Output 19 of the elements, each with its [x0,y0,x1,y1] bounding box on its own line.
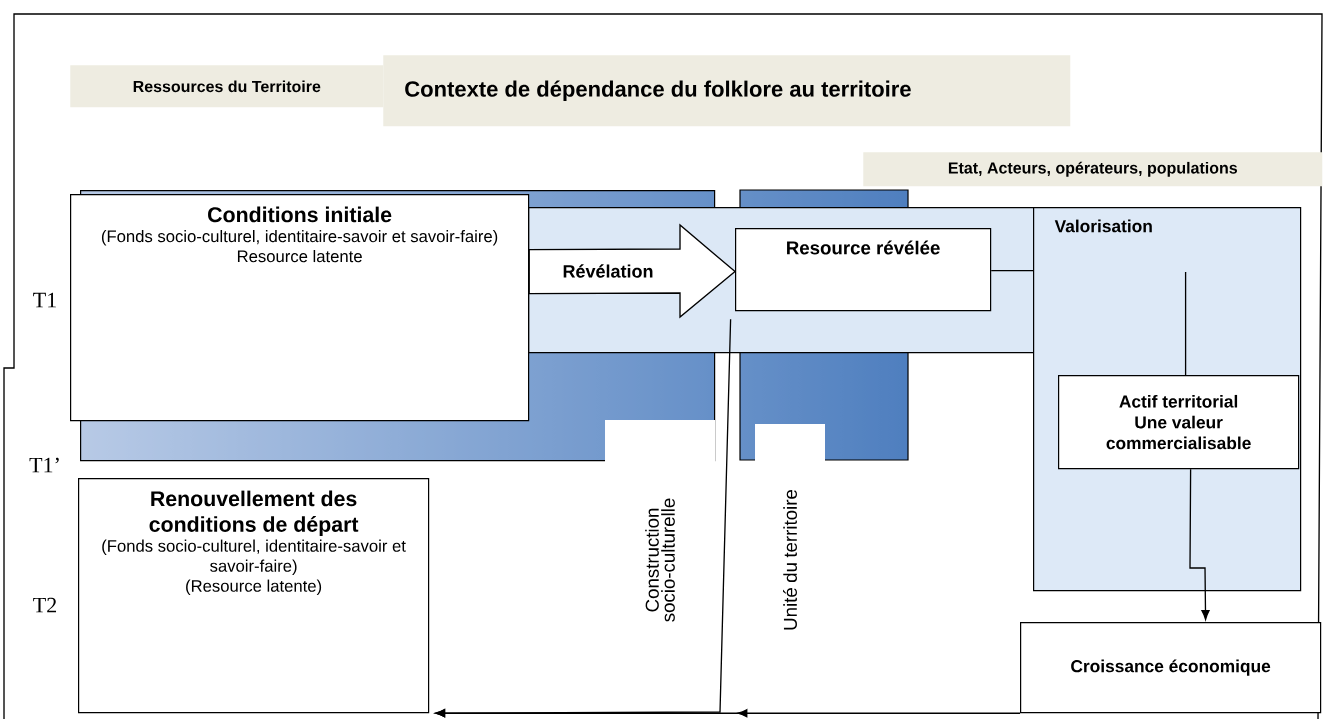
connector-line [1184,271,1187,376]
node-label: Ressources du Territoire [133,80,321,93]
arrow [1189,468,1210,621]
connector-line [990,269,1034,272]
caption-band: Ressources du Territoire [70,65,384,108]
vertical-label: Construction socio-culturelle [605,420,715,700]
arrow [435,709,1021,718]
vertical-label: Unité du territoire [755,424,825,696]
node-label: Contexte de dépendance du folklore au territoire [405,80,911,102]
edge-label: Révélation [563,264,653,278]
process-box: Renouvellement des conditions de départ (Fonds socio-culturel, identitaire-savoir et savoir-faire) (Resource latente) [78,478,430,714]
process-box: Croissance économique [1020,622,1322,714]
process-box: Resource révélée [735,228,992,312]
caption-band: Etat, Acteurs, opérateurs, populations [863,152,1323,187]
time-label: T1 [33,292,56,308]
time-label: T2 [33,597,56,613]
time-label: T1’ [29,457,59,473]
process-box: Actif territorial Une valeur commercialisable [1058,375,1300,470]
block-arrow [528,223,737,319]
